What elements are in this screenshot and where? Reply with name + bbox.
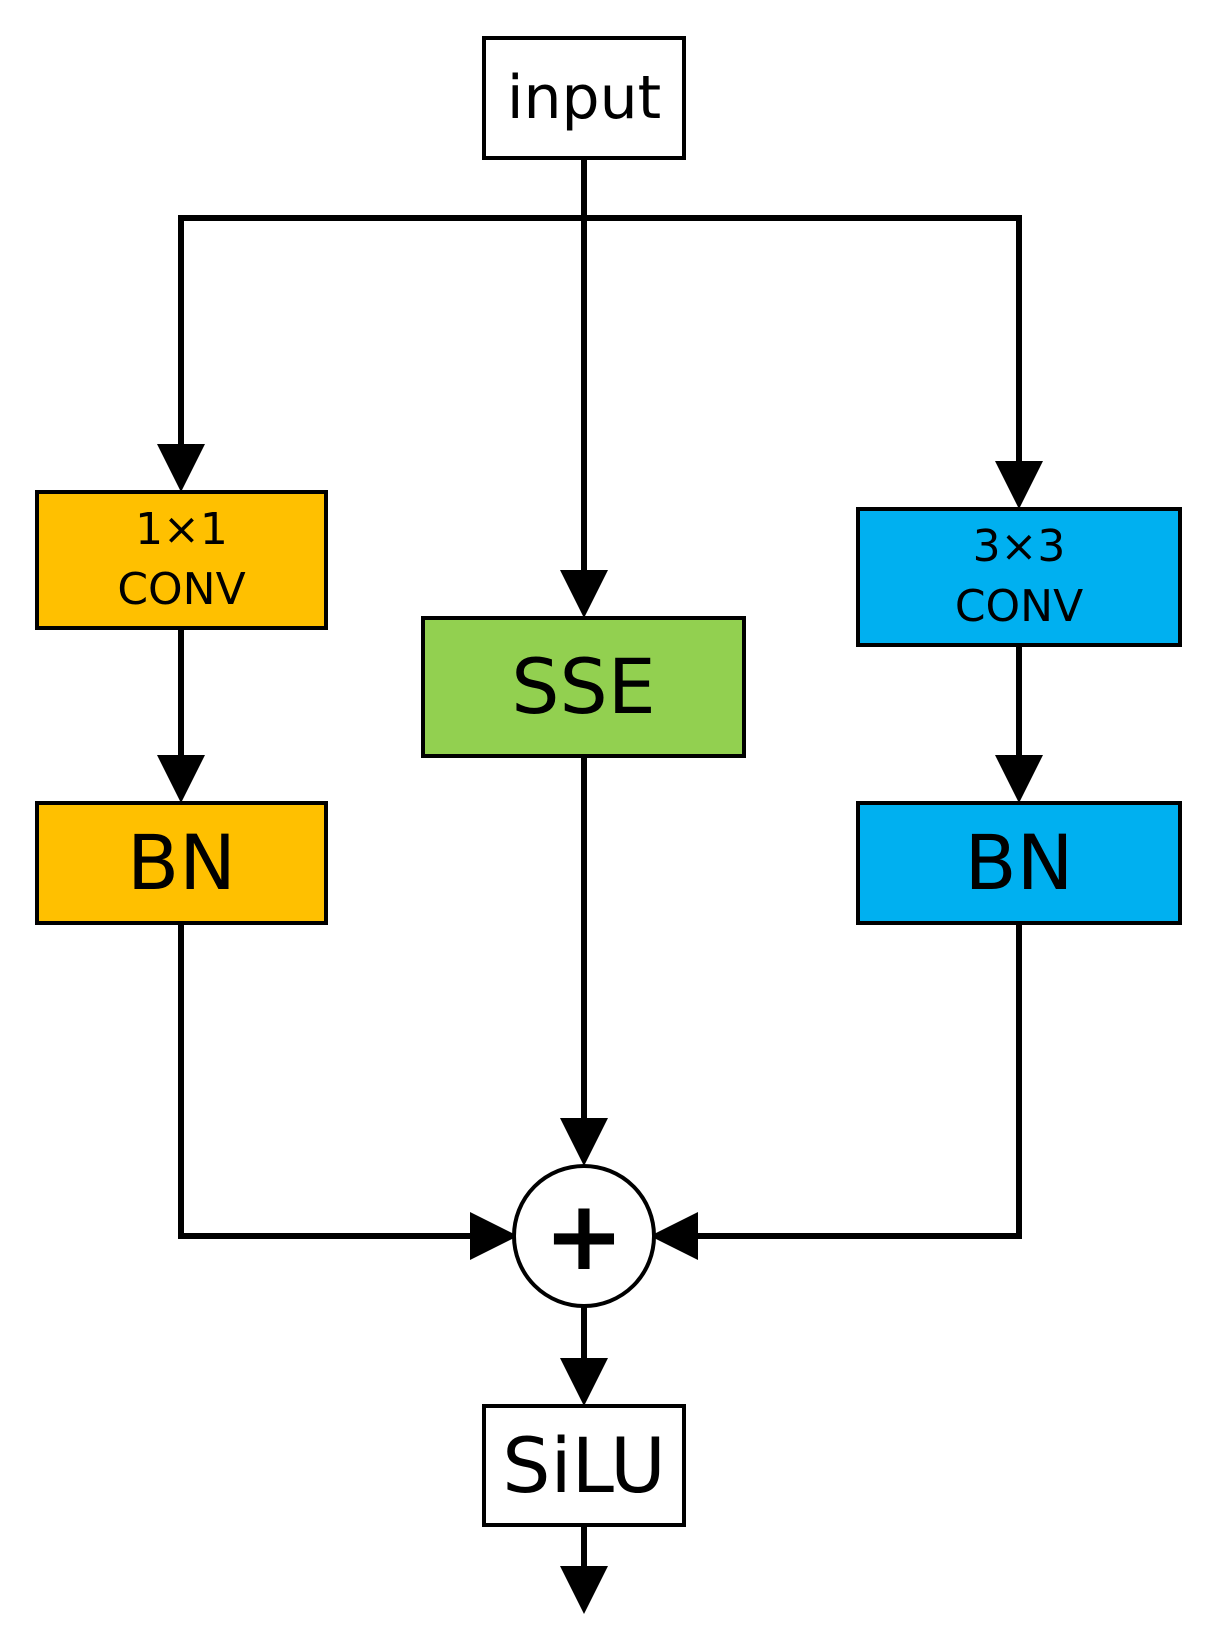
sse-node: SSE [421,616,746,758]
input-label: input [506,63,662,133]
edge-bn1-to-add [178,925,518,1260]
conv-1x1-kernel-label: 1×1 [135,504,228,555]
bn-right-label: BN [964,818,1074,907]
silu-label: SiLU [502,1420,666,1510]
conv-1x1-node: 1×1 CONV [35,490,328,630]
add-node: + [512,1164,656,1308]
silu-node: SiLU [482,1404,686,1527]
bn-left-label: BN [127,818,236,907]
conv-3x3-type-label: CONV [954,581,1084,632]
conv-3x3-kernel-label: 3×3 [972,521,1066,572]
edge-bn3-to-add [650,925,1022,1260]
bn-left-node: BN [35,801,328,925]
conv-3x3-node: 3×3 CONV [856,507,1182,647]
input-node: input [482,36,686,160]
conv-1x1-type-label: CONV [117,564,246,615]
sse-label: SSE [511,642,656,731]
bn-right-node: BN [856,801,1182,925]
add-symbol: + [544,1180,624,1292]
add-node-circle [512,1164,656,1308]
